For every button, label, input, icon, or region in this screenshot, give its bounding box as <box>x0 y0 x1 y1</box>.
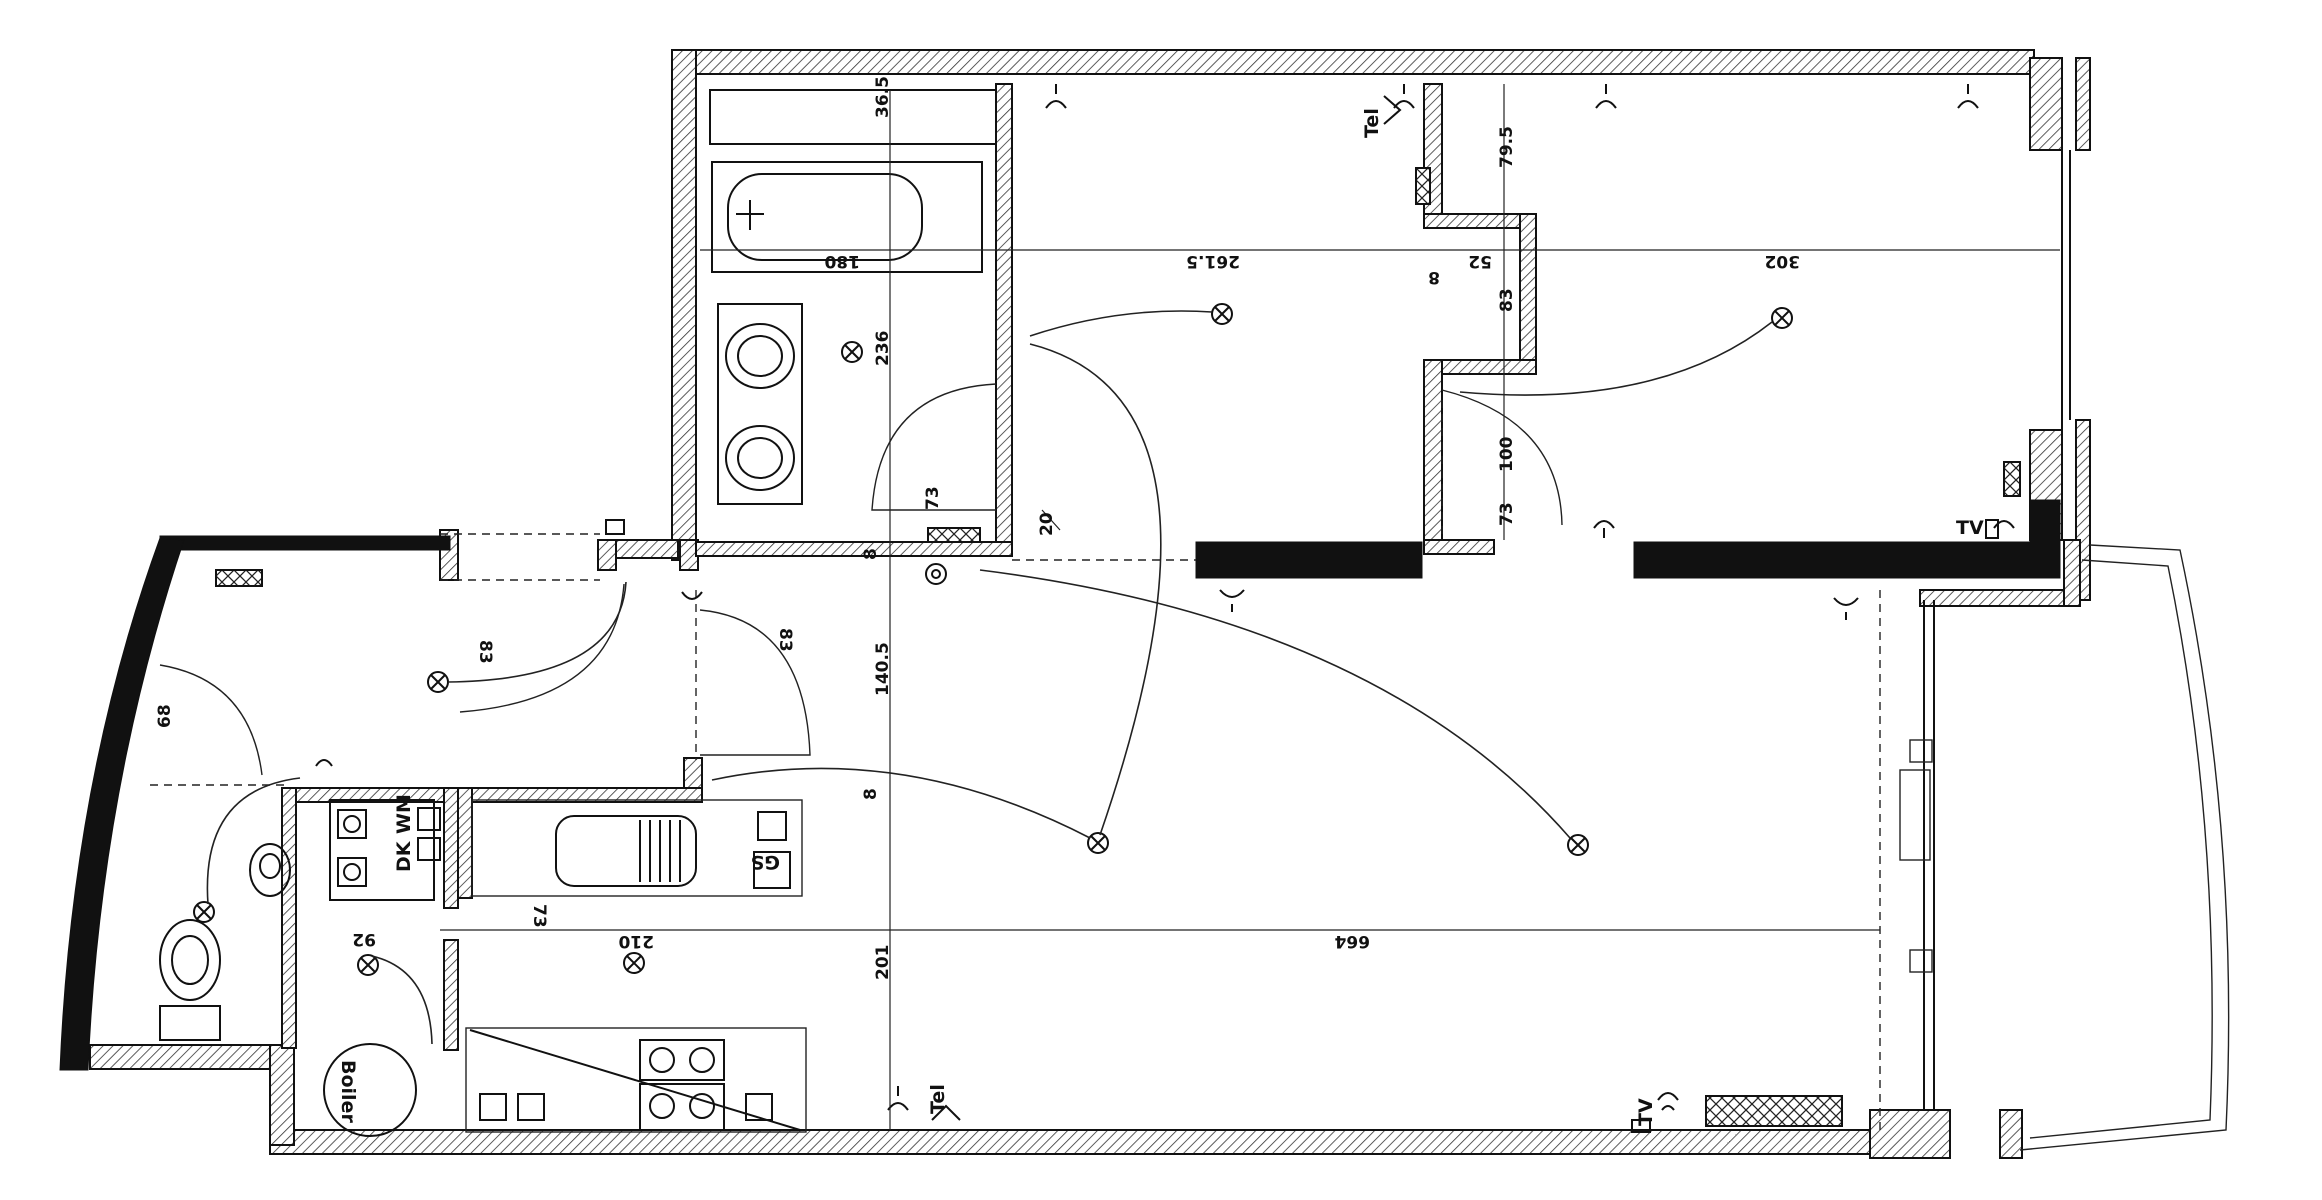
socket-icon <box>681 591 703 600</box>
socket-icon <box>1957 84 1979 109</box>
phone-socket-icon <box>1383 95 1402 125</box>
lamp-icon <box>357 954 379 976</box>
tv-label-right: TV <box>1956 517 1984 539</box>
junction-box-icon <box>605 519 625 535</box>
socket-icon <box>887 1086 909 1111</box>
dim-73-a: 73 <box>923 486 943 510</box>
dim-201: 201 <box>873 945 893 981</box>
dim-92: 92 <box>352 929 376 949</box>
dim-140-5: 140.5 <box>873 642 893 696</box>
dim-261-5: 261.5 <box>1186 251 1240 271</box>
lamp-icon <box>193 901 215 923</box>
lamp-icon <box>1771 307 1793 329</box>
fixtures <box>159 89 1843 1137</box>
lamp-icon <box>427 671 449 693</box>
solid-walls <box>59 499 2061 1071</box>
dimension-labels: 36.5 180 261.5 79.5 302 8 52 83 236 100 … <box>155 76 1800 980</box>
socket-icon <box>1593 520 1615 538</box>
dim-236: 236 <box>873 331 893 367</box>
socket-icon <box>315 759 333 767</box>
dim-52: 52 <box>1468 251 1492 271</box>
dim-8-a: 8 <box>1428 267 1440 287</box>
tv-socket-icon <box>1631 1119 1651 1133</box>
socket-icon <box>1833 597 1859 620</box>
socket-icon <box>1993 520 2015 529</box>
wm-label: WM <box>393 794 415 834</box>
socket-icon <box>1045 84 1067 109</box>
phone-socket-icon <box>931 1104 961 1121</box>
dim-8-b: 8 <box>861 548 881 560</box>
tv-socket-icon <box>1985 519 1999 539</box>
lamp-icon <box>841 341 863 363</box>
lamp-icon <box>1211 303 1233 325</box>
dim-73-c: 73 <box>529 904 549 928</box>
dim-79-5: 79.5 <box>1497 126 1517 168</box>
interior-walls <box>215 83 2021 1133</box>
dim-36-5: 36.5 <box>873 76 893 118</box>
socket-icon <box>1219 589 1245 612</box>
dk-label: DK <box>393 840 415 872</box>
dim-83-b: 83 <box>775 628 795 652</box>
dim-73-b: 73 <box>1497 502 1517 526</box>
dim-210: 210 <box>618 931 654 951</box>
dim-83-c: 83 <box>475 640 495 664</box>
exterior-walls <box>89 49 2091 1159</box>
lamp-icon <box>1087 832 1109 854</box>
tel-label-top: Tel <box>1361 108 1383 138</box>
socket-icon <box>1657 1092 1679 1111</box>
dim-180: 180 <box>824 251 860 271</box>
dimension-lines <box>440 84 2060 1130</box>
socket-icon <box>1393 84 1415 109</box>
lamp-icon <box>1567 834 1589 856</box>
gs-label: GS <box>751 851 780 873</box>
ceiling-outlet-icon <box>925 563 947 585</box>
socket-icon <box>1595 84 1617 109</box>
tel-label-bottom: Tel <box>927 1084 949 1114</box>
ceiling-outlet-icon <box>931 569 941 579</box>
openings <box>150 150 2230 1151</box>
lamp-icon <box>623 952 645 974</box>
tv-label-bottom: TV <box>1635 1098 1657 1126</box>
dim-20: 20 <box>1037 512 1057 536</box>
dim-8-c: 8 <box>861 788 881 800</box>
dim-68: 68 <box>155 704 175 728</box>
dim-100: 100 <box>1497 436 1517 472</box>
ceiling-lights <box>193 303 1793 976</box>
dim-83-a: 83 <box>1497 288 1517 312</box>
equipment-labels: Tel Tel TV TV DK WM GS Boiler <box>337 95 1999 1133</box>
wiring <box>206 310 1773 1045</box>
dim-302: 302 <box>1765 251 1801 271</box>
dim-664: 664 <box>1334 931 1370 951</box>
boiler-label: Boiler <box>337 1060 359 1123</box>
sockets <box>315 84 2015 1111</box>
